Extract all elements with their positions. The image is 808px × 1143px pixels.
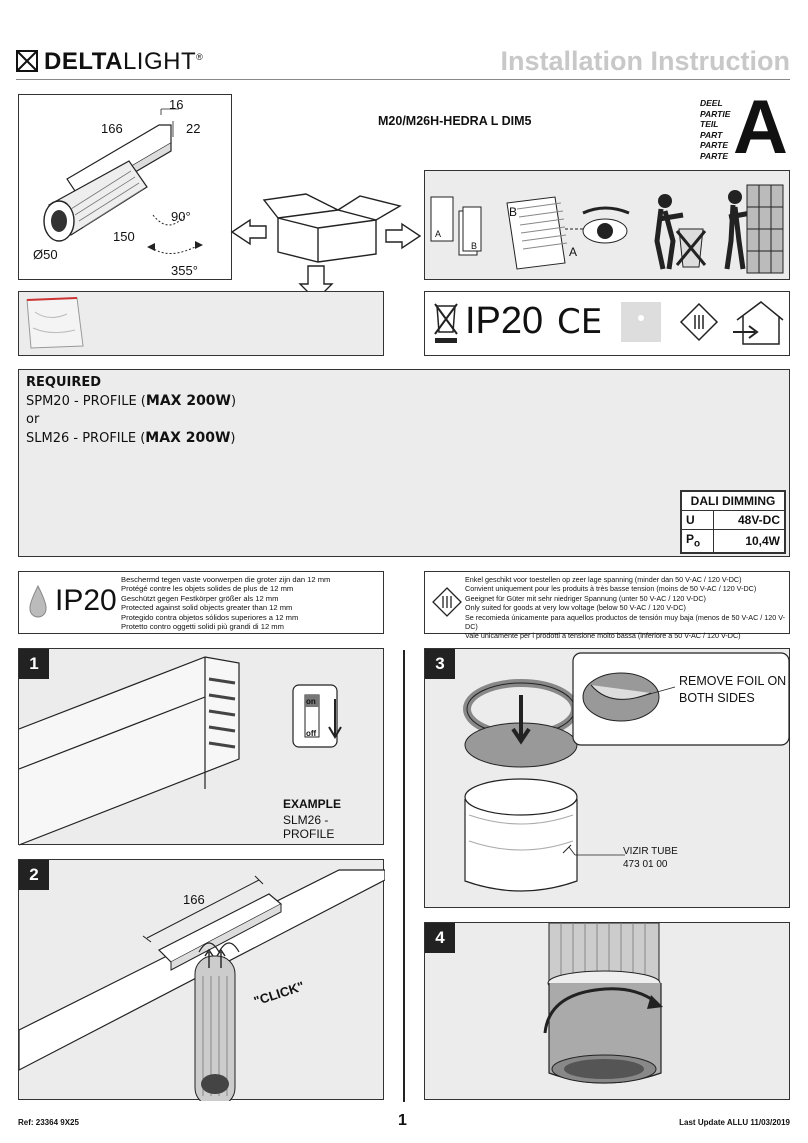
read-instructions-panel: A B B A [424,170,790,280]
water-drop-icon [29,584,47,618]
required-text: REQUIRED SPM20 - PROFILE (MAX 200W) or S… [26,374,236,448]
step-2-number: 2 [19,860,49,890]
required-heading: REQUIRED [26,375,102,390]
step-1-panel: 1 on off EXAMPLE SLM26 - PROFILE [18,648,384,846]
read-instructions-drawing [430,184,784,274]
header-rule [16,79,790,80]
mounting-surface-icon [621,302,661,342]
unpack-box-drawing [230,193,422,301]
step-2-dim-166: 166 [183,892,205,907]
indoor-use-icon [733,301,784,345]
low-voltage-lines: Enkel geschikt voor toestellen op zeer l… [465,575,786,641]
step-4-number: 4 [425,923,455,953]
ip20-notice-lines: Beschermd tegen vaste voorwerpen die gro… [121,575,331,632]
model-number: M20/M26H-HEDRA L DIM5 [378,114,532,128]
dali-u-value: 48V-DC [713,509,785,530]
product-dimension-panel: 16 166 22 90° 150 355° Ø50 [18,94,232,280]
switch-on-label: on [306,697,316,706]
dim-16: 16 [169,97,184,112]
brand-name: DELTALIGHT® [44,48,204,75]
dim-diameter-50: Ø50 [33,247,58,262]
foil-bag-icon [26,297,84,349]
dali-title: DALI DIMMING [681,491,785,511]
compliance-marks-panel: IP20 CE [424,291,790,356]
remove-foil-note: REMOVE FOIL ON BOTH SIDES [679,674,787,705]
ip20-notice-rating: IP20 [55,584,117,617]
sheet-label-a-open: A [569,245,578,259]
step-4-rotate-drawing [543,923,663,1084]
step-1-profile-drawing [19,656,342,846]
sheet-label-a: A [435,229,442,239]
foil-bag-panel [18,291,384,356]
example-label: EXAMPLE [283,797,342,811]
document-title: Installation Instruction [500,46,790,76]
ce-mark: CE [557,302,603,342]
class-iii-notice-icon [432,587,462,617]
step-2-panel: 2 166 "CLICK" [18,859,385,1101]
weee-bin-icon [434,303,458,343]
deltalight-logo-icon [16,50,38,72]
step-2-mounting-drawing [19,869,385,1101]
required-or: or [26,412,40,427]
low-voltage-notice: Enkel geschikt voor toestellen op zeer l… [424,571,790,640]
dali-u-label: U [680,509,715,530]
required-option-2: SLM26 - PROFILE (MAX 200W) [26,430,236,446]
ip20-mark: IP20 [465,300,544,342]
dim-90: 90° [171,209,191,224]
sheet-label-b: B [471,241,478,251]
footer-page-number: 1 [398,1112,407,1129]
product-drawing [43,108,203,254]
footer-last-update: Last Update ALLU 11/03/2019 [679,1118,790,1127]
step-1-number: 1 [19,649,49,679]
dim-355: 355° [171,263,198,278]
example-profile: SLM26 - PROFILE [283,813,335,841]
vizir-tube-label: VIZIR TUBE 473 01 00 [623,846,678,870]
part-letter: A [733,85,788,170]
part-label-words: DEEL PARTIE TEIL PART PARTE PARTE [700,98,731,161]
step-3-foil-drawing [463,652,790,892]
step-4-panel: 4 [424,922,790,1100]
class-iii-icon [679,302,719,342]
step-3-panel: 3 REMOVE FOIL ON BOTH SIDES VIZIR TUBE 4… [424,648,790,908]
footer-reference: Ref: 23364 9X25 [18,1118,79,1127]
steps-divider [403,650,405,1102]
required-option-1: SPM20 - PROFILE (MAX 200W) [26,393,237,409]
dali-p-label: Po [680,528,715,554]
dim-150: 150 [113,229,135,244]
required-panel [18,369,790,557]
dim-166: 166 [101,121,123,136]
ip20-notice: IP20 Beschermd tegen vaste voorwerpen di… [18,571,384,634]
dim-22: 22 [186,121,201,136]
dali-p-value: 10,4W [713,528,785,554]
switch-off-label: off [306,729,317,738]
sheet-label-b-open: B [509,205,518,219]
step-3-number: 3 [425,649,455,679]
